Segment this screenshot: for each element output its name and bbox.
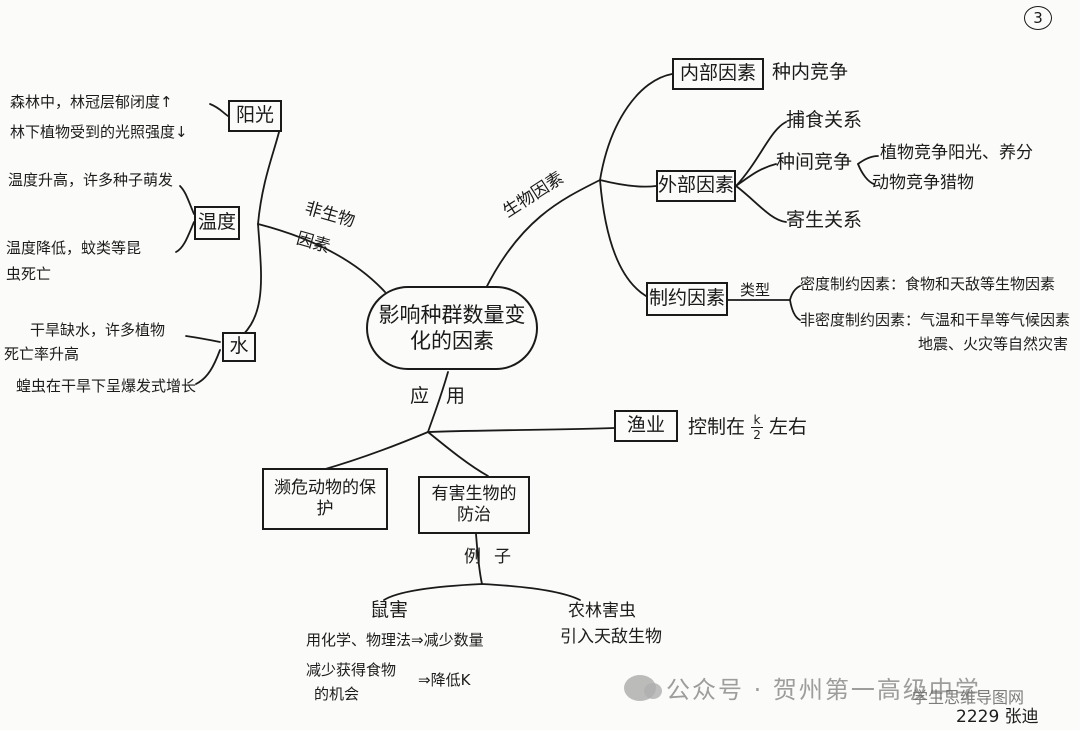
density-independent-factor: 非密度制约因素：气温和干旱等气候因素	[800, 311, 1071, 329]
rodent-method-1: 用化学、物理法⇒减少数量	[306, 631, 484, 649]
temperature-down-1: 温度降低，蚊类等昆	[6, 239, 142, 257]
connector-plant-comp	[857, 155, 879, 165]
fishery-label: 渔业	[626, 414, 665, 437]
plant-competition: 植物竞争阳光、养分	[880, 143, 1033, 163]
connector-interspecific	[735, 163, 777, 187]
connector-sunlight	[257, 127, 281, 225]
endangered-animal-label: 濒危动物的保护	[274, 477, 376, 519]
internal-factor-box: 内部因素	[672, 58, 764, 90]
example-label-1: 例	[464, 547, 481, 567]
page-number-badge: 3	[1024, 6, 1052, 30]
internal-factor-label: 内部因素	[679, 62, 756, 85]
rodent-result: ⇒降低K	[418, 671, 471, 689]
drought-detail-1: 干旱缺水，许多植物	[30, 321, 166, 339]
connector-biotic	[484, 179, 601, 291]
connector-pest	[427, 431, 489, 477]
connector-internal	[599, 73, 673, 181]
connector-di	[789, 299, 801, 321]
connector-animal-comp	[857, 163, 875, 185]
watermark-secondary: 学生思维导图网	[912, 688, 1025, 707]
farm-pest-method: 引入天敌生物	[560, 627, 662, 647]
sunlight-box: 阳光	[228, 100, 282, 132]
watermark-text: 公众号 · 贺州第一高级中学	[666, 676, 981, 704]
pest-control-label: 有害生物的防治	[431, 483, 517, 525]
connector-farm	[481, 583, 581, 601]
signature: 2229 张迪	[956, 707, 1039, 727]
temperature-down-2: 虫死亡	[6, 265, 52, 283]
connector-sunlight-detail	[209, 103, 229, 117]
watermark: 公众号 · 贺州第一高级中学	[624, 670, 981, 705]
farm-pest-title: 农林害虫	[568, 601, 636, 621]
drought-detail-2: 死亡率升高	[4, 345, 80, 363]
connector-temp-down	[175, 221, 195, 253]
interspecific-competition: 种间竞争	[776, 151, 853, 173]
regulating-factor-box: 制约因素	[646, 282, 728, 316]
rodent-method-2b: 的机会	[314, 685, 360, 703]
fishery-detail-pre: 控制在	[688, 415, 746, 438]
external-factor-box: 外部因素	[656, 170, 736, 202]
type-label: 类型	[740, 281, 771, 299]
connector-water-1	[185, 335, 221, 343]
connector-application	[427, 371, 449, 433]
central-topic: 影响种群数量变化的因素	[366, 286, 538, 370]
connector-external	[599, 179, 657, 188]
fishery-box: 渔业	[614, 410, 678, 442]
natural-disaster: 地震、火灾等自然灾害	[918, 335, 1069, 353]
central-topic-label: 影响种群数量变化的因素	[378, 302, 526, 353]
connector-parasitism	[735, 185, 787, 223]
density-dependent-factor: 密度制约因素：食物和天敌等生物因素	[800, 275, 1056, 293]
connector-regulating	[599, 179, 647, 297]
connector-water-2	[195, 349, 221, 385]
locust-detail: 蝗虫在干旱下呈爆发式增长	[16, 377, 197, 395]
parasitism-relation: 寄生关系	[786, 209, 863, 231]
connector-water	[231, 223, 262, 345]
application-label-1: 应	[410, 385, 430, 407]
pest-control-box: 有害生物的防治	[418, 476, 530, 534]
connector-dd	[789, 285, 801, 301]
fraction-numerator: k	[753, 413, 761, 427]
connector-abiotic	[257, 223, 386, 293]
endangered-animal-box: 濒危动物的保护	[262, 468, 388, 530]
intraspecific-competition: 种内竞争	[772, 61, 849, 83]
fraction-bar	[751, 427, 764, 428]
connector-example	[475, 533, 483, 585]
rodent-method-2a: 减少获得食物	[306, 661, 397, 679]
temperature-up: 温度升高，许多种子萌发	[8, 171, 174, 189]
sunlight-detail-2: 林下植物受到的光照强度↓	[10, 123, 188, 141]
animal-competition: 动物竞争猎物	[872, 173, 974, 193]
application-label-2: 用	[446, 385, 466, 407]
water-label: 水	[229, 335, 249, 358]
k-half-fraction: k 2	[751, 413, 764, 442]
connector-fishery	[427, 427, 615, 433]
regulating-factor-label: 制约因素	[648, 287, 725, 310]
example-label-2: 子	[494, 547, 511, 567]
page-number: 3	[1033, 9, 1043, 27]
predation-relation: 捕食关系	[786, 109, 863, 131]
sunlight-detail-1: 森林中，林冠层郁闭度↑	[10, 93, 173, 111]
connector-predation	[735, 121, 787, 187]
temperature-label: 温度	[197, 211, 236, 234]
external-factor-label: 外部因素	[658, 174, 735, 197]
connector-endangered	[321, 431, 429, 471]
sunlight-label: 阳光	[235, 104, 274, 127]
connector-temp-up	[179, 185, 195, 215]
wechat-icon	[624, 674, 662, 701]
fraction-denominator: 2	[753, 428, 761, 442]
water-box: 水	[222, 332, 256, 362]
fishery-detail-post: 左右	[769, 415, 808, 438]
temperature-box: 温度	[194, 206, 240, 240]
connector-rodent	[383, 583, 483, 601]
rodent-title: 鼠害	[370, 599, 409, 621]
fishery-detail: 控制在 k 2 左右	[688, 414, 807, 441]
